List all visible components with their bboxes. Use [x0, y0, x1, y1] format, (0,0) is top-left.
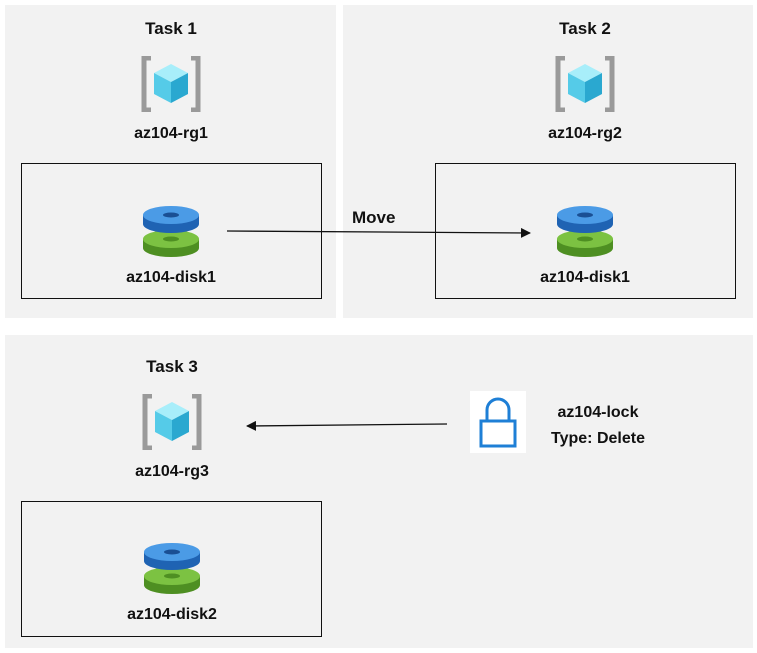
- managed-disk-icon: [143, 206, 199, 257]
- task2-disk-box: [435, 163, 736, 299]
- lock-tile: [470, 391, 526, 453]
- managed-disk-icon: [557, 206, 613, 257]
- task3-panel: [5, 335, 753, 648]
- move-label: Move: [352, 208, 396, 227]
- move-arrow: [226, 227, 531, 238]
- managed-disk-icon: [144, 543, 200, 594]
- task1-title: Task 1: [145, 19, 197, 38]
- task3-title: Task 3: [146, 357, 198, 376]
- resource-group-icon: [141, 56, 201, 112]
- task1-rg-label: az104-rg1: [134, 125, 208, 142]
- task3-disk-label: az104-disk2: [127, 606, 217, 623]
- lock-apply-arrow: [246, 420, 448, 431]
- task1-panel: [5, 5, 336, 318]
- resource-group-icon: [555, 56, 615, 112]
- task3-disk-box: [21, 501, 322, 637]
- resource-group-icon: [142, 394, 202, 450]
- lock-type-label: Type: Delete: [551, 430, 645, 447]
- task3-rg-label: az104-rg3: [135, 463, 209, 480]
- task1-disk-label: az104-disk1: [126, 269, 216, 286]
- lock-icon: [479, 397, 517, 448]
- task2-panel: [343, 5, 753, 318]
- task2-rg-label: az104-rg2: [548, 125, 622, 142]
- task2-disk-label: az104-disk1: [540, 269, 630, 286]
- lock-name-label: az104-lock: [557, 404, 639, 421]
- task2-title: Task 2: [559, 19, 611, 38]
